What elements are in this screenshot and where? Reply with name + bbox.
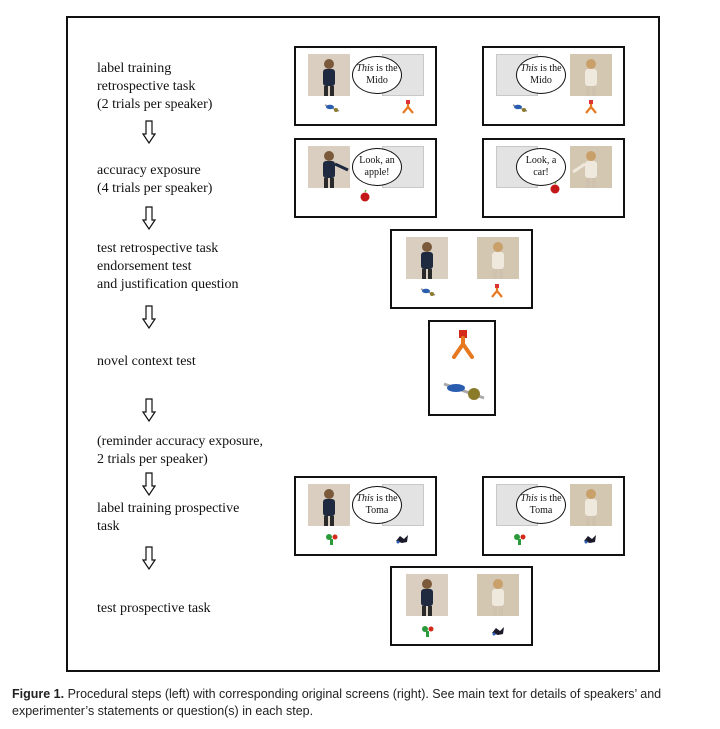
screen-mido-right: This is the Mido	[482, 46, 625, 126]
step-accuracy-exposure: accuracy exposure (4 trials per speaker)	[97, 163, 213, 196]
down-arrow-icon	[142, 546, 156, 570]
bubble-emphasis: This	[520, 493, 538, 504]
speech-bubble: This is the Toma	[352, 486, 402, 524]
down-arrow-icon	[142, 398, 156, 422]
step-label-training-retrospective: label training retrospective task (2 tri…	[97, 61, 213, 112]
green-red-object	[326, 534, 338, 545]
screen-test-prospective	[390, 566, 533, 646]
down-arrow-icon	[142, 206, 156, 230]
dark-blob-object	[396, 535, 408, 544]
speaker-dark-photo	[308, 484, 350, 526]
step-reminder-accuracy: (reminder accuracy exposure, 2 trials pe…	[97, 434, 263, 467]
speech-bubble: This is the Mido	[352, 56, 402, 94]
blue-capsule-object	[420, 288, 436, 296]
bubble-emphasis: This	[356, 493, 374, 504]
screen-car: Look, a car!	[482, 138, 625, 218]
caption-label: Figure 1.	[12, 687, 65, 701]
orange-claw-object	[585, 100, 597, 114]
bubble-text: is the Mido	[366, 63, 398, 86]
down-arrow-icon	[142, 120, 156, 144]
figure-caption: Figure 1. Procedural steps (left) with c…	[12, 686, 712, 720]
speech-bubble: Look, a car!	[516, 148, 566, 186]
green-red-object	[422, 626, 434, 637]
orange-claw-object	[452, 330, 474, 359]
step-label-training-prospective: label training prospective task	[97, 501, 240, 534]
bubble-text: is the Mido	[530, 63, 562, 86]
apple-icon	[550, 182, 560, 194]
dark-blob-object	[584, 535, 596, 544]
down-arrow-icon	[142, 305, 156, 329]
screen-apple: Look, an apple!	[294, 138, 437, 218]
step-novel-context: novel context test	[97, 354, 196, 369]
figure-frame	[66, 16, 660, 672]
speaker-light-photo	[570, 54, 612, 96]
speaker-light-photo	[570, 146, 612, 188]
bubble-text: is the Toma	[365, 493, 398, 516]
caption-text: Procedural steps (left) with correspondi…	[12, 687, 662, 718]
down-arrow-icon	[142, 472, 156, 496]
screen-novel-context	[428, 320, 496, 416]
speaker-light-photo	[477, 574, 519, 616]
speaker-dark-photo	[406, 237, 448, 279]
speaker-light-photo	[570, 484, 612, 526]
speech-bubble: Look, an apple!	[352, 148, 402, 186]
green-red-object	[514, 534, 526, 545]
bubble-emphasis: This	[356, 63, 374, 74]
bubble-emphasis: This	[520, 63, 538, 74]
speaker-light-photo	[477, 237, 519, 279]
screen-toma-left: This is the Toma	[294, 476, 437, 556]
speech-bubble: This is the Mido	[516, 56, 566, 94]
speaker-dark-photo	[308, 146, 350, 188]
step-test-retrospective: test retrospective task endorsement test…	[97, 241, 239, 292]
orange-claw-object	[491, 284, 503, 298]
screen-mido-left: This is the Mido	[294, 46, 437, 126]
speaker-dark-photo	[406, 574, 448, 616]
dark-blob-object	[492, 627, 504, 636]
blue-capsule-object	[324, 104, 340, 112]
step-test-prospective: test prospective task	[97, 601, 211, 616]
bubble-text: is the Toma	[529, 493, 562, 516]
blue-capsule-object	[512, 104, 528, 112]
blue-capsule-object	[443, 382, 485, 400]
speaker-dark-photo	[308, 54, 350, 96]
screen-test-retrospective	[390, 229, 533, 309]
orange-claw-object	[402, 100, 414, 114]
apple-icon	[360, 190, 370, 202]
screen-toma-right: This is the Toma	[482, 476, 625, 556]
speech-bubble: This is the Toma	[516, 486, 566, 524]
